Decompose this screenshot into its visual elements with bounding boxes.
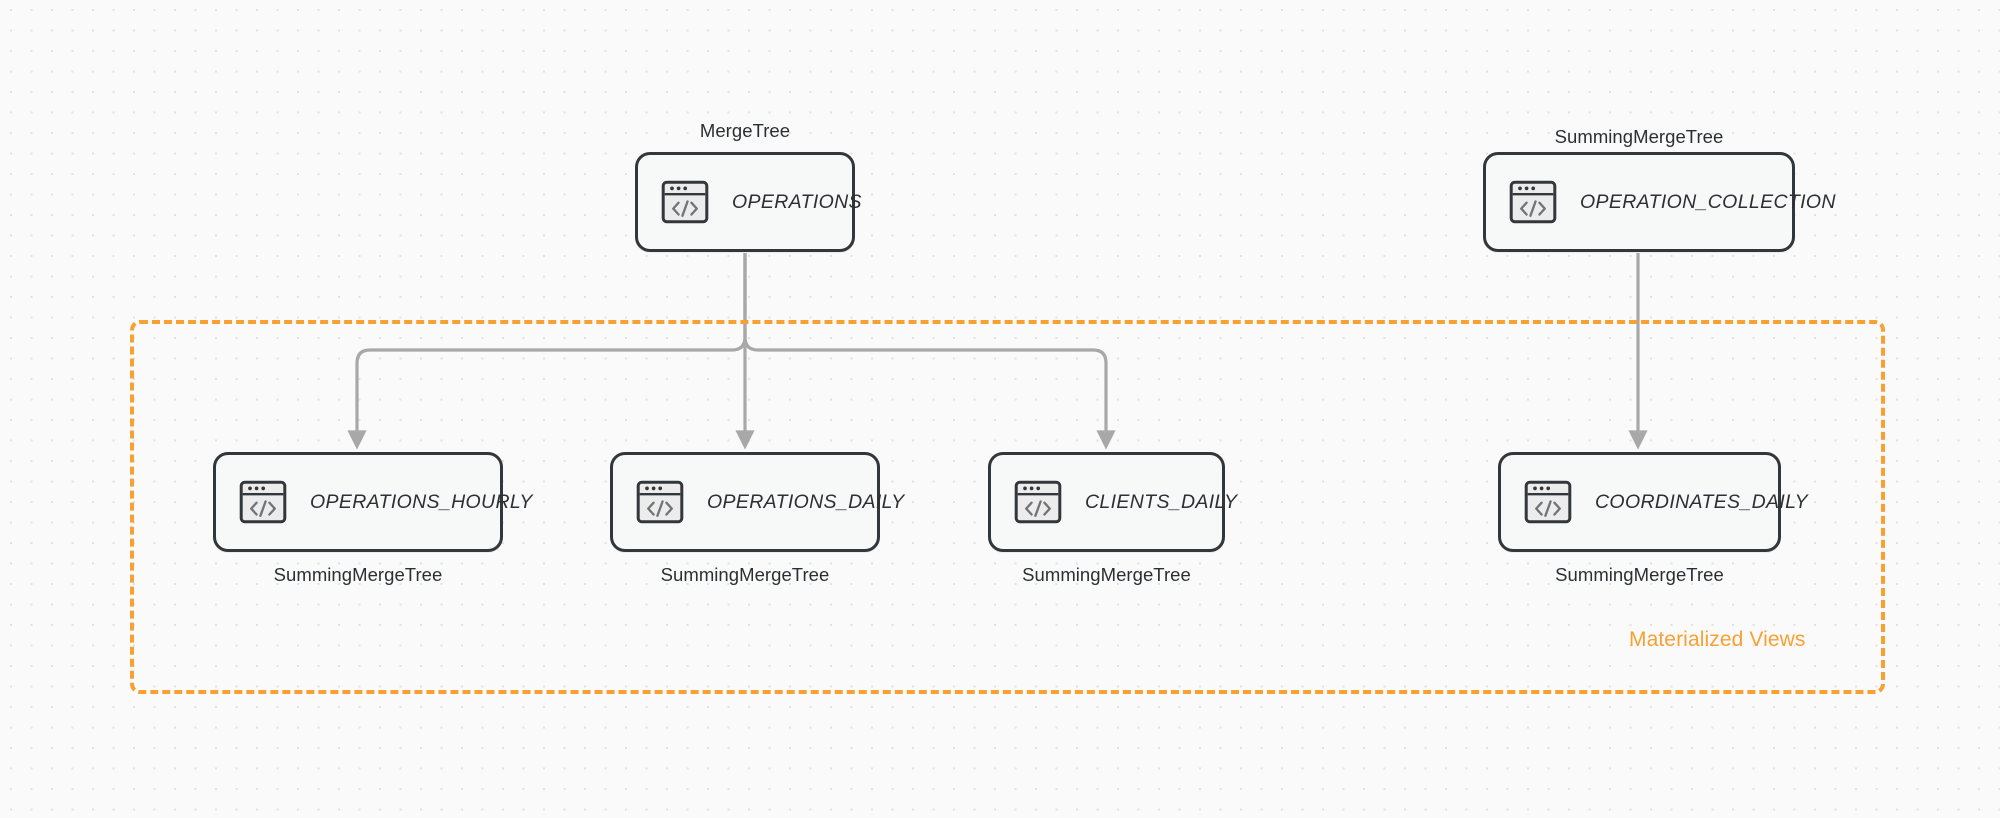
engine-caption-clients-daily: SummingMergeTree: [1022, 564, 1191, 585]
node-label-operations-daily: OPERATIONS_DAILY: [707, 490, 905, 513]
node-label-operation-collection: OPERATION_COLLECTION: [1580, 190, 1836, 213]
engine-caption-coordinates-daily: SummingMergeTree: [1555, 564, 1724, 585]
engine-caption-operations-hourly: SummingMergeTree: [273, 564, 443, 585]
engine-caption-operations: MergeTree: [699, 120, 791, 141]
materialized-views-group: [130, 320, 1885, 694]
code-window-icon: [1524, 480, 1572, 524]
code-window-icon: [636, 480, 684, 524]
node-operations[interactable]: OPERATIONS: [635, 152, 862, 252]
code-window-icon: [1509, 180, 1557, 224]
node-operations-hourly[interactable]: OPERATIONS_HOURLY: [213, 452, 532, 552]
node-coordinates-daily[interactable]: COORDINATES_DAILY: [1498, 452, 1808, 552]
code-window-icon: [661, 180, 709, 224]
materialized-views-label: Materialized Views: [1629, 628, 1806, 651]
node-label-coordinates-daily: COORDINATES_DAILY: [1595, 490, 1808, 513]
engine-caption-operations-daily: SummingMergeTree: [660, 564, 830, 585]
node-operation-collection[interactable]: OPERATION_COLLECTION: [1483, 152, 1836, 252]
node-label-operations: OPERATIONS: [732, 190, 862, 213]
node-operations-daily[interactable]: OPERATIONS_DAILY: [610, 452, 904, 552]
node-clients-daily[interactable]: CLIENTS_DAILY: [988, 452, 1237, 552]
node-label-operations-hourly: OPERATIONS_HOURLY: [310, 490, 533, 513]
code-window-icon: [1014, 480, 1062, 524]
code-window-icon: [239, 480, 287, 524]
engine-caption-operation-collection: SummingMergeTree: [1554, 126, 1724, 147]
node-label-clients-daily: CLIENTS_DAILY: [1085, 490, 1238, 513]
